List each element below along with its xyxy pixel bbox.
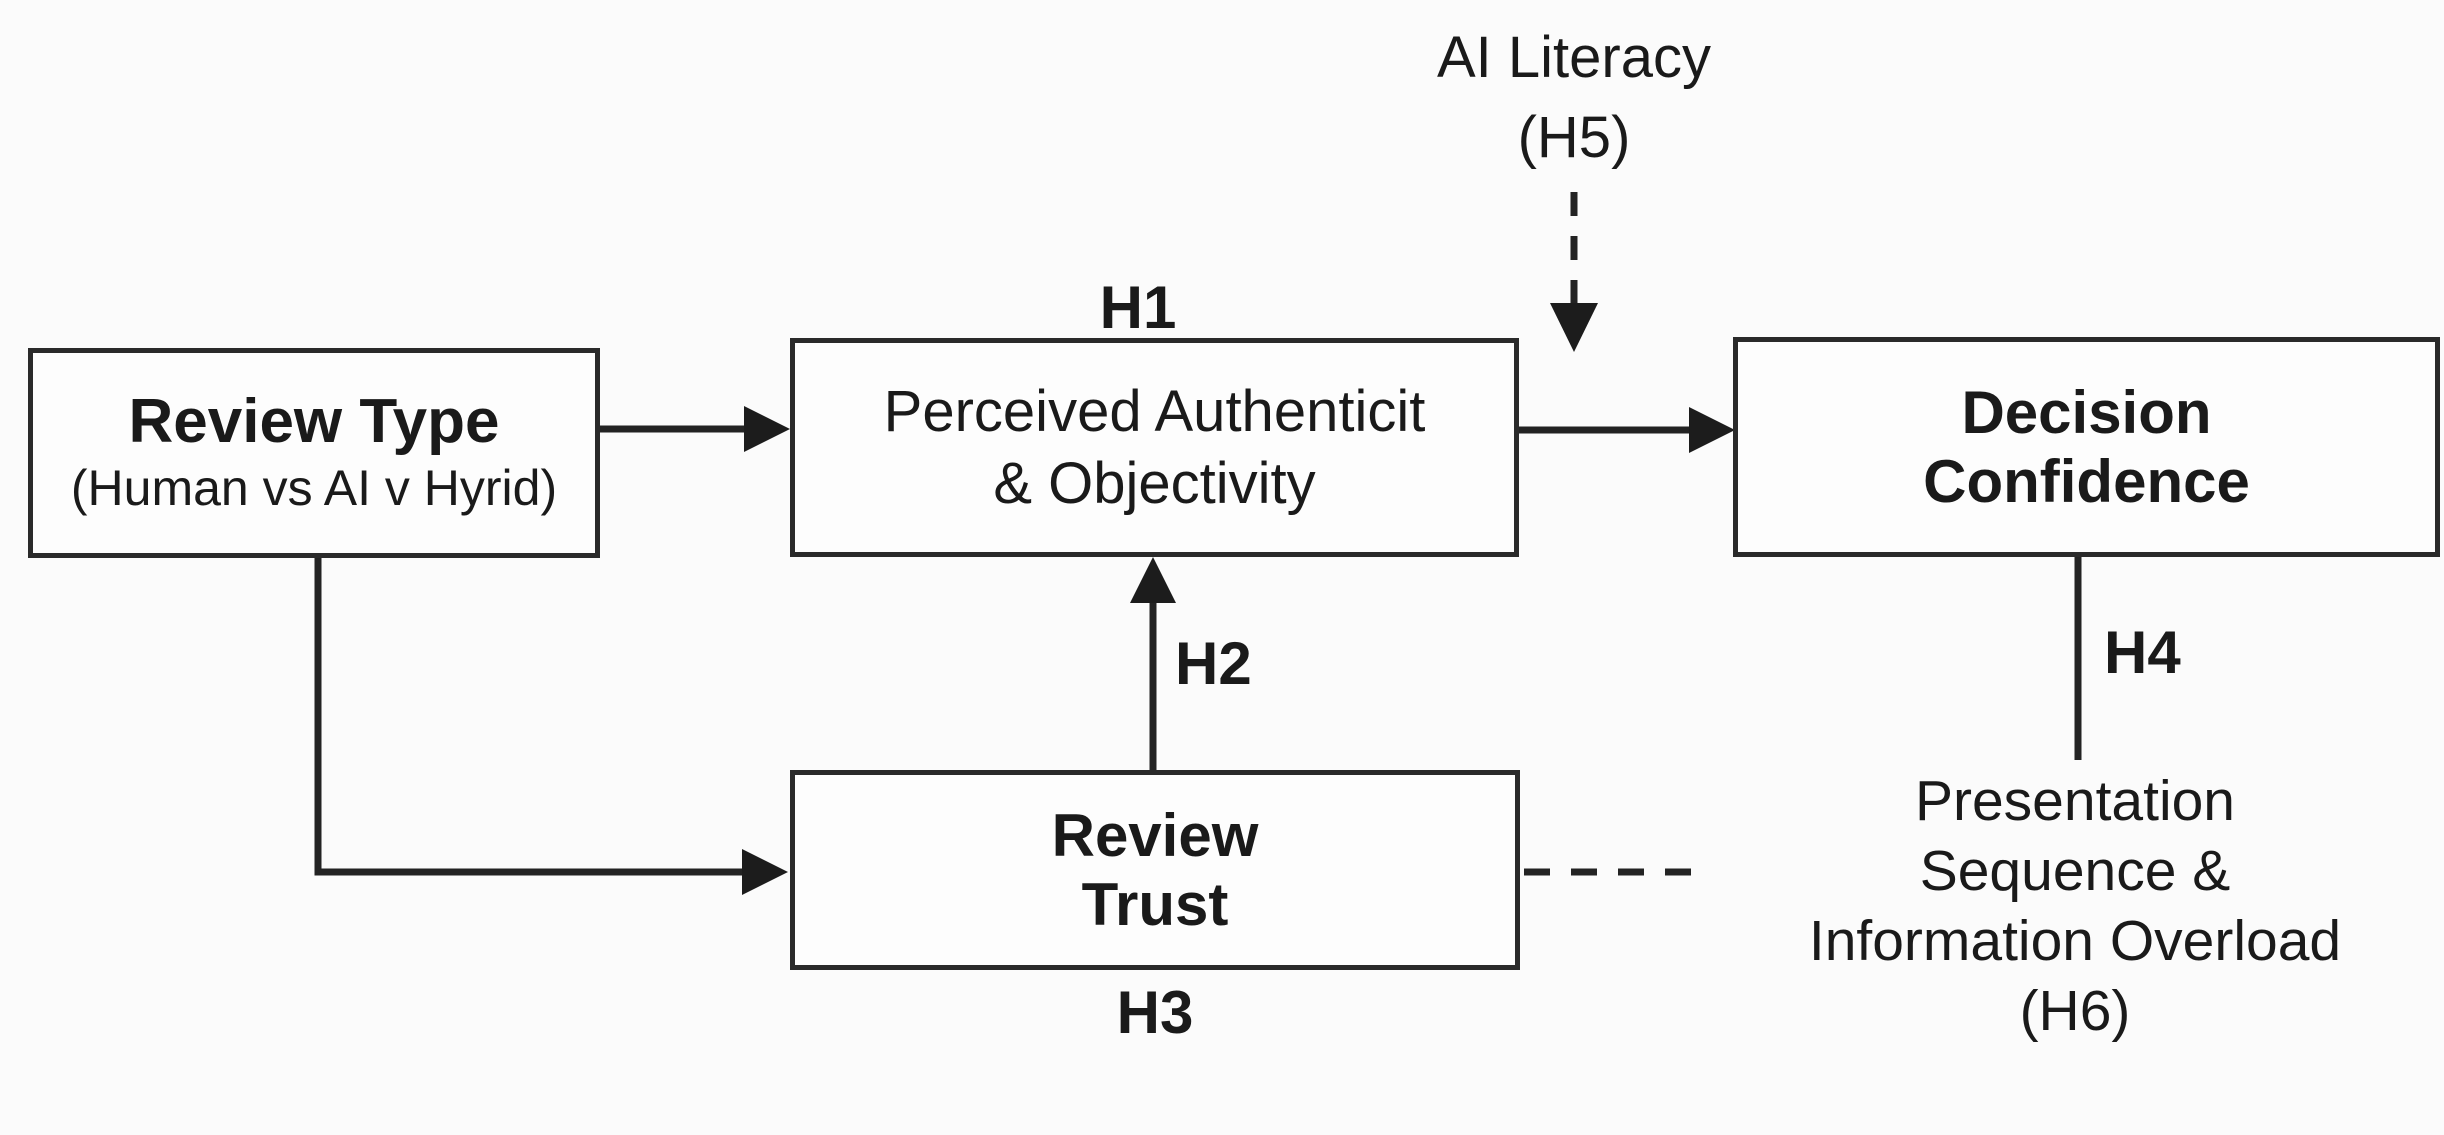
moderator-presentation-overload: Presentation Sequence & Information Over… bbox=[1723, 766, 2427, 1046]
presentation-line1: Presentation bbox=[1914, 769, 2236, 833]
node-review-type: Review Type (Human vs AI v Hyrid) bbox=[28, 348, 600, 558]
review-type-title: Review Type bbox=[128, 387, 500, 456]
ai-literacy-line1: AI Literacy bbox=[1437, 25, 1711, 90]
review-type-subtitle: (Human vs AI v Hyrid) bbox=[70, 460, 558, 516]
label-h2: H2 bbox=[1175, 630, 1252, 697]
dashed-arrow-ai-literacy bbox=[1550, 192, 1598, 352]
node-decision-confidence: Decision Confidence bbox=[1733, 337, 2440, 557]
perceived-line2: & Objectivity bbox=[993, 450, 1316, 516]
ai-literacy-line2: (H5) bbox=[1517, 105, 1631, 170]
node-perceived-authenticity: Perceived Authenticit & Objectivity bbox=[790, 338, 1519, 557]
moderator-ai-literacy: AI Literacy (H5) bbox=[1374, 18, 1774, 178]
perceived-line1: Perceived Authenticit bbox=[883, 378, 1426, 444]
label-h1: H1 bbox=[1099, 274, 1177, 341]
label-h3: H3 bbox=[1116, 979, 1194, 1046]
node-review-trust: Review Trust bbox=[790, 770, 1520, 970]
arrow-perceived-to-decision bbox=[1519, 407, 1735, 453]
review-trust-line1: Review bbox=[1051, 802, 1259, 869]
arrow-review-type-to-review-trust bbox=[314, 558, 788, 895]
decision-line2: Confidence bbox=[1923, 448, 2250, 515]
presentation-line2: Sequence & bbox=[1919, 839, 2231, 903]
presentation-line4: (H6) bbox=[2019, 979, 2131, 1043]
arrow-review-type-to-perceived bbox=[600, 406, 790, 452]
arrow-review-trust-to-perceived bbox=[1130, 557, 1176, 770]
decision-line1: Decision bbox=[1961, 379, 2212, 446]
presentation-line3: Information Overload bbox=[1808, 909, 2342, 973]
review-trust-line2: Trust bbox=[1081, 871, 1229, 938]
label-h4: H4 bbox=[2104, 619, 2181, 686]
